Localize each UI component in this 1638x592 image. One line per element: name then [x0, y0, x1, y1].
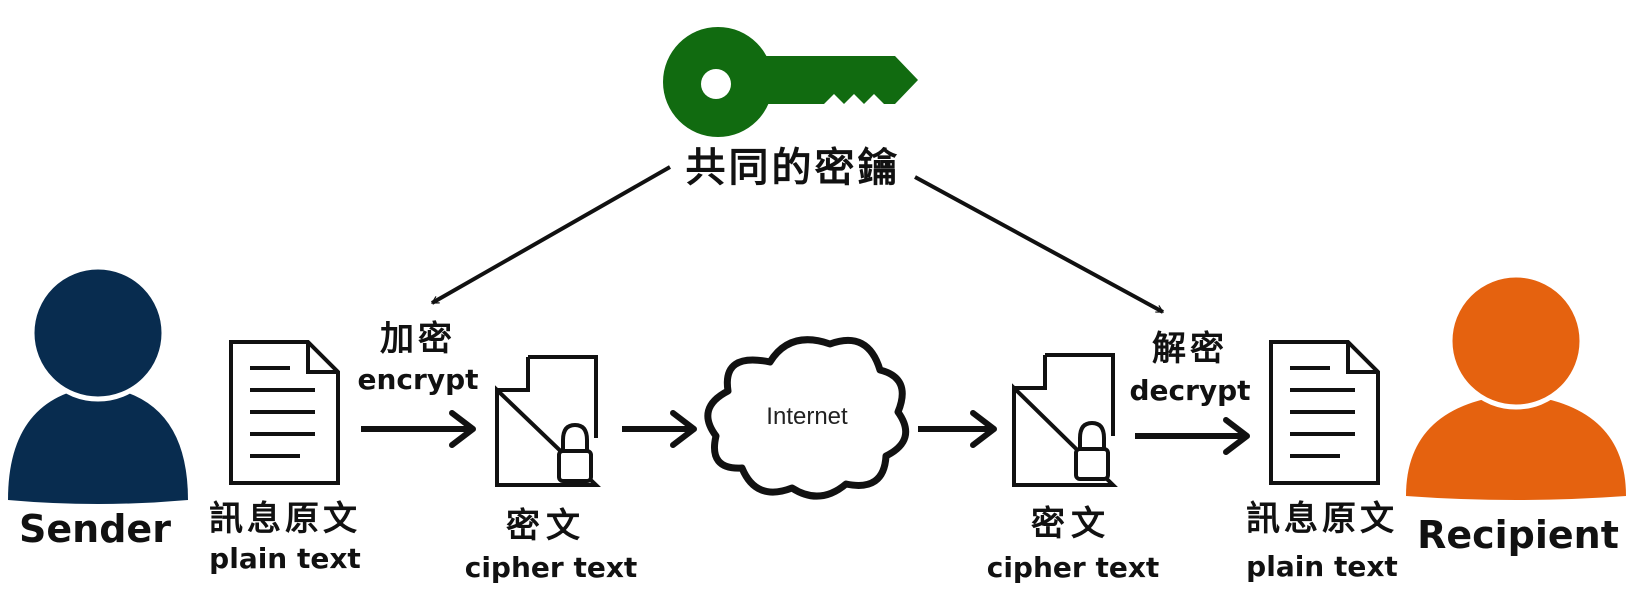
cipher-text-right-en: cipher text: [987, 551, 1160, 584]
internet-cloud-icon: [704, 336, 910, 500]
cipher-text-left-en: cipher text: [465, 551, 638, 584]
recipient-label: Recipient: [1417, 513, 1619, 557]
plain-text-document-icon-right: [1269, 340, 1380, 485]
sender-label: Sender: [19, 507, 171, 551]
key-to-decrypt-arrow: [914, 175, 1165, 314]
decrypt-label-zh: 解密: [1152, 329, 1228, 369]
plain-text-right-zh: 訊息原文: [1246, 499, 1398, 539]
encrypt-label-en: encrypt: [357, 363, 478, 396]
encrypt-label-zh: 加密: [380, 319, 456, 359]
plain-text-left-en: plain text: [209, 542, 361, 575]
internet-label: Internet: [766, 403, 848, 430]
plain-text-right-en: plain text: [1246, 550, 1398, 583]
sender-person-icon: [8, 264, 188, 504]
cipher-text-left-zh: 密文: [506, 506, 586, 546]
recipient-person-icon: [1406, 272, 1626, 500]
cipher-text-document-icon-right: [1012, 353, 1118, 487]
cipher-text-right-zh: 密文: [1031, 504, 1111, 544]
decrypt-label-en: decrypt: [1129, 374, 1250, 407]
plain-text-document-icon: [229, 340, 340, 485]
plain-text-left-zh: 訊息原文: [209, 499, 361, 539]
cipher-text-document-icon: [495, 355, 601, 487]
shared-key-label: 共同的密鑰: [686, 144, 901, 191]
key-to-encrypt-arrow: [430, 165, 671, 305]
key-icon: [663, 27, 918, 137]
